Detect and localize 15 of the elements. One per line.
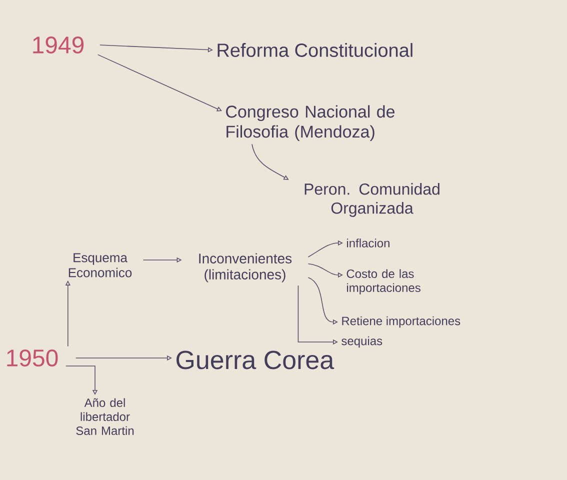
note-text: sequias: [342, 336, 382, 348]
year-text: 1949: [33, 36, 84, 54]
arrow: [100, 44, 213, 52]
note-text: inflacion: [347, 238, 390, 248]
note-text: Año del libertador San Martin: [76, 398, 134, 435]
note-text: Costo de las importaciones: [346, 269, 420, 294]
arrow: [98, 54, 222, 112]
note-text: Retiene importaciones: [342, 316, 460, 328]
note-text: Congreso Nacional de Filosofia (Mendoza): [226, 105, 394, 142]
year-text: 1950: [7, 350, 58, 366]
note-text: Inconvenientes (limitaciones): [199, 253, 292, 282]
note-text: Esquema Economico: [68, 253, 132, 278]
note-text: Guerra Corea: [176, 350, 334, 370]
note-text: Reforma Constitucional: [218, 43, 412, 57]
note-text: Peron. Comunidad Organizada: [304, 183, 440, 217]
